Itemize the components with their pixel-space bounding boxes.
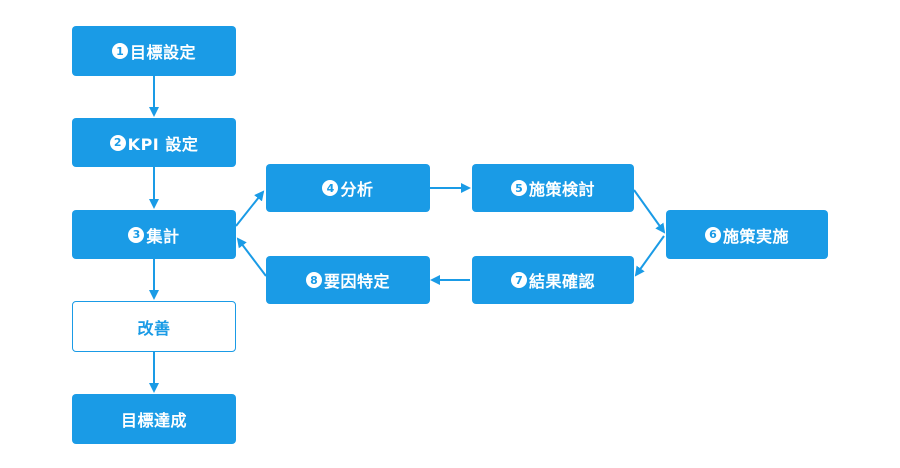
node-aggregate-label: 集計	[146, 226, 180, 246]
node-kpi-setting-label: KPI 設定	[127, 134, 199, 154]
arrow-identify-to-aggregate	[236, 237, 267, 277]
arrow-aggregate-to-analyze	[235, 190, 265, 227]
node-improve: 改善	[72, 301, 236, 352]
step-number-badge: 2	[109, 134, 126, 151]
node-measure-review: 5 施策検討	[472, 164, 634, 212]
arrow-review-to-execute	[633, 189, 666, 234]
node-cause-identify-label: 要因特定	[323, 272, 390, 291]
step-number-badge: 8	[305, 272, 322, 288]
step-number-badge: 1	[111, 43, 128, 59]
step-number-badge: 4	[322, 180, 339, 196]
node-measure-execute: 6 施策実施	[666, 210, 828, 259]
node-analyze: 4 分析	[266, 164, 430, 212]
node-result-confirm-label: 結果確認	[528, 272, 595, 291]
step-number-badge: 5	[510, 180, 527, 196]
node-measure-review-label: 施策検討	[528, 180, 595, 199]
node-measure-execute-label: 施策実施	[722, 226, 789, 246]
step-number-badge: 7	[510, 272, 527, 288]
node-cause-identify: 8 要因特定	[266, 256, 430, 304]
node-aggregate: 3 集計	[72, 210, 236, 259]
arrow-execute-to-confirm	[634, 235, 665, 277]
node-goal-achieved-label: 目標達成	[120, 411, 187, 430]
node-kpi-setting: 2 KPI 設定	[72, 118, 236, 167]
node-analyze-label: 分析	[340, 180, 374, 199]
node-result-confirm: 7 結果確認	[472, 256, 634, 304]
node-goal-setting: 1 目標設定	[72, 26, 236, 76]
node-goal-achieved: 目標達成	[72, 394, 236, 444]
step-number-badge: 6	[704, 226, 721, 243]
node-improve-label: 改善	[137, 318, 171, 338]
step-number-badge: 3	[128, 226, 145, 243]
node-goal-setting-label: 目標設定	[129, 43, 196, 62]
